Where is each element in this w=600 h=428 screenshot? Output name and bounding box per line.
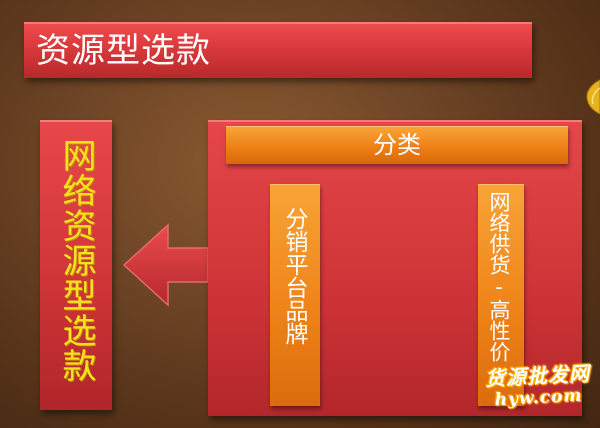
slide-title-bar: 资源型选款: [24, 22, 532, 78]
gold-ornament-icon: [586, 79, 600, 115]
arrow-left-icon: [122, 223, 209, 307]
sub-item-label: 分销平台品牌: [281, 207, 307, 345]
left-label-box: 网络资源型选款: [40, 120, 112, 410]
watermark-logo: 货源批发网 hyw.com: [479, 361, 597, 411]
slide-title: 资源型选款: [36, 31, 211, 71]
category-label: 分类: [373, 131, 421, 159]
left-label: 网络资源型选款: [56, 138, 96, 383]
sub-item-distribution: 分销平台品牌: [270, 184, 320, 406]
sub-item-label: 网络供货-高性价: [487, 191, 511, 362]
category-header: 分类: [226, 126, 568, 164]
sub-item-network-supply: 网络供货-高性价: [478, 184, 524, 406]
